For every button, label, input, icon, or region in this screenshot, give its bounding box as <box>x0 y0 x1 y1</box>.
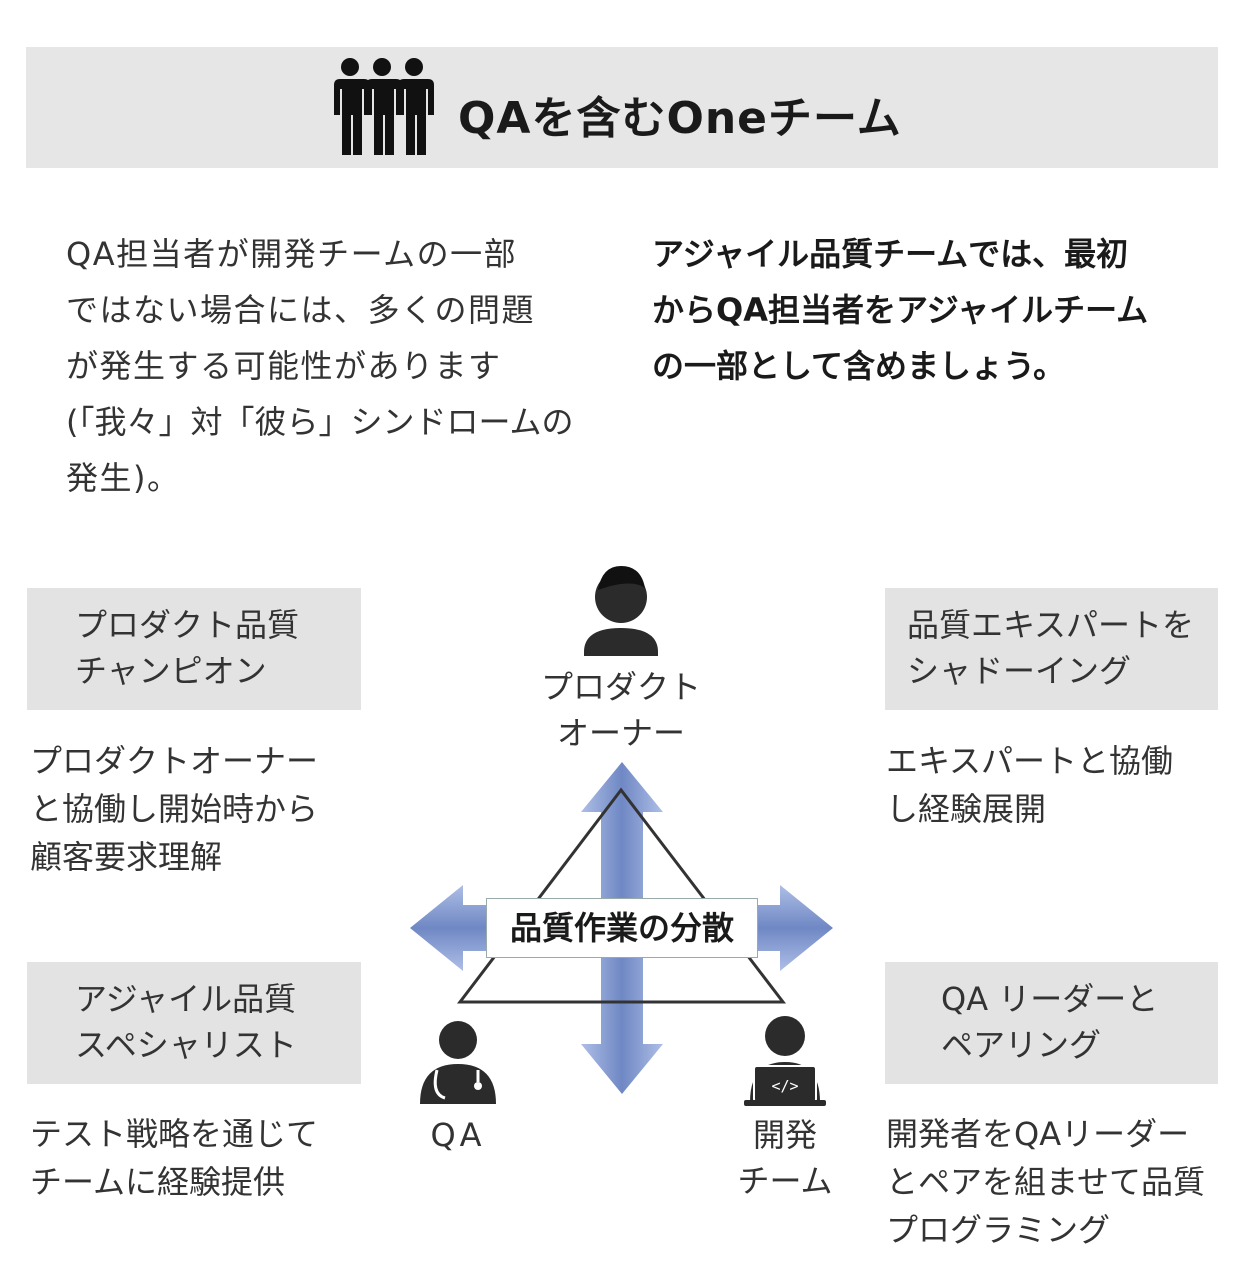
champion-desc: プロダクトオーナー と協働し開始時から 顧客要求理解 <box>30 737 318 881</box>
role-line: オーナー <box>556 714 685 752</box>
doctor-icon <box>420 1021 496 1104</box>
intro-right-line: の一部として含めましょう。 <box>652 347 1066 385</box>
intro-right-line: からQA担当者をアジャイルチーム <box>652 291 1149 329</box>
role-dev-team: 開発 チーム <box>720 1112 850 1204</box>
role-line: チーム <box>737 1162 833 1200</box>
specialist-desc-line: チームに経験提供 <box>30 1163 286 1201</box>
specialist-desc: テスト戦略を通じて チームに経験提供 <box>30 1110 318 1206</box>
intro-right-line: アジャイル品質チームでは、最初 <box>652 235 1129 273</box>
developer-laptop-icon: </> <box>744 1016 826 1106</box>
shadowing-desc-line: エキスパートと協働 <box>886 742 1174 780</box>
pairing-desc-line: とペアを組ませて品質 <box>886 1163 1206 1201</box>
shadowing-desc: エキスパートと協働 し経験展開 <box>886 737 1173 833</box>
champion-desc-line: と協働し開始時から <box>30 790 319 828</box>
intro-left-line: (「我々」対「彼ら」シンドロームの <box>66 403 574 441</box>
shadowing-title-line: 品質エキスパートを <box>907 606 1195 644</box>
champion-box: プロダクト品質 チャンピオン <box>27 588 361 710</box>
role-line: 開発 <box>752 1116 817 1154</box>
pairing-desc-line: プログラミング <box>886 1211 1111 1249</box>
specialist-desc-line: テスト戦略を通じて <box>30 1115 319 1153</box>
header-title: QAを含むOneチーム <box>458 93 902 144</box>
pairing-box: QA リーダーと ペアリング <box>885 962 1218 1084</box>
pairing-desc-line: 開発者をQAリーダー <box>886 1115 1190 1153</box>
intro-left-line: ではない場合には、多くの問題 <box>66 291 536 329</box>
intro-right-text: アジャイル品質チームでは、最初 からQA担当者をアジャイルチーム の一部として含… <box>652 226 1212 394</box>
svg-text:</>: </> <box>771 1077 798 1095</box>
pairing-desc: 開発者をQAリーダー とペアを組ませて品質 プログラミング <box>886 1110 1205 1254</box>
pairing-title-line: ペアリング <box>941 1026 1102 1064</box>
header-banner <box>26 47 1218 168</box>
role-line: プロダクト <box>540 668 701 706</box>
role-product-owner: プロダクト オーナー <box>521 664 721 756</box>
champion-title-line: チャンピオン <box>75 652 267 690</box>
intro-left-line: QA担当者が開発チームの一部 <box>66 235 518 273</box>
role-qa: QA <box>408 1112 508 1158</box>
shadowing-box: 品質エキスパートを シャドーイング <box>885 588 1218 710</box>
center-label: 品質作業の分散 <box>486 898 758 958</box>
team-icon <box>334 58 434 155</box>
role-line: QA <box>430 1116 486 1154</box>
champion-title-line: プロダクト品質 <box>75 606 300 644</box>
intro-left-text: QA担当者が開発チームの一部 ではない場合には、多くの問題 が発生する可能性があ… <box>66 226 606 506</box>
specialist-box: アジャイル品質 スペシャリスト <box>27 962 361 1084</box>
person-icon <box>584 566 658 656</box>
pairing-title-line: QA リーダーと <box>941 980 1159 1018</box>
champion-desc-line: 顧客要求理解 <box>30 838 223 876</box>
specialist-title-line: アジャイル品質 <box>75 980 297 1018</box>
team-triangle <box>456 787 787 1004</box>
shadowing-desc-line: し経験展開 <box>886 790 1047 828</box>
intro-left-line: 発生)。 <box>66 459 181 497</box>
intro-left-line: が発生する可能性があります <box>66 347 502 385</box>
specialist-title-line: スペシャリスト <box>75 1026 297 1064</box>
shadowing-title-line: シャドーイング <box>907 652 1132 690</box>
champion-desc-line: プロダクトオーナー <box>30 742 319 780</box>
